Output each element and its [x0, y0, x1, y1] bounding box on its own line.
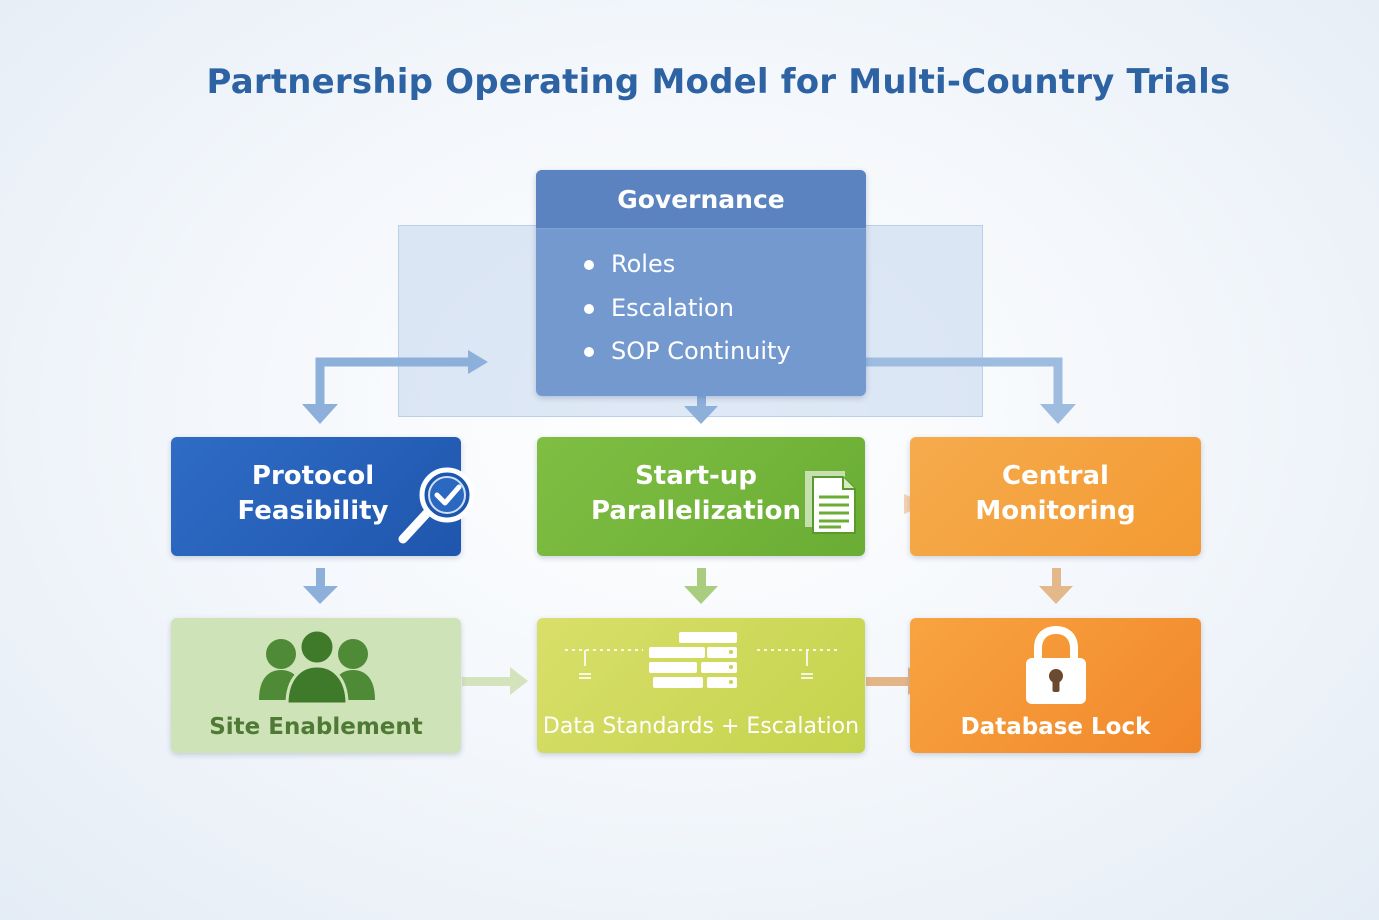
governance-item: Escalation: [584, 287, 866, 331]
protocol-feasibility-title: Protocol Feasibility: [211, 459, 415, 529]
padlock-icon: [1026, 625, 1086, 704]
startup-title-line1: Start-up: [635, 461, 757, 491]
startup-parallelization-title: Start-up Parallelization: [581, 459, 811, 529]
central-monitoring-title: Central Monitoring: [910, 459, 1201, 529]
people-group-icon: [259, 628, 375, 704]
arrowhead-site-datastd: [510, 667, 528, 695]
protocol-feasibility-card: Protocol Feasibility: [171, 437, 475, 556]
diagram-title: Partnership Operating Model for Multi-Co…: [206, 62, 1231, 102]
database-lock-card: Database Lock: [910, 618, 1201, 753]
bullet-icon: [584, 347, 594, 357]
arrow-central-to-dblock: [1052, 568, 1061, 586]
governance-header: Governance: [536, 170, 866, 229]
governance-list: Roles Escalation SOP Continuity: [536, 229, 866, 374]
startup-title-line2: Parallelization: [591, 496, 801, 526]
central-monitoring-card: Central Monitoring: [910, 437, 1201, 556]
document-icon: [805, 471, 856, 534]
governance-item: Roles: [584, 243, 866, 287]
magnifier-check-icon: [398, 467, 475, 544]
central-title-line1: Central: [1002, 461, 1109, 491]
governance-item-label: Roles: [611, 250, 676, 278]
arrow-governance-to-startup: [697, 396, 706, 406]
arrow-startup-to-datastd: [697, 568, 706, 586]
bullet-icon: [584, 303, 594, 314]
site-enablement-label: Site Enablement: [209, 714, 423, 740]
arrowhead-left-right: [468, 350, 488, 374]
arrowhead-right-down: [1040, 404, 1076, 424]
site-enablement-card: Site Enablement: [171, 618, 461, 753]
server-stack-icon: [565, 632, 841, 688]
database-lock-label: Database Lock: [960, 714, 1151, 740]
arrow-protocol-to-site: [316, 568, 325, 586]
startup-parallelization-card: Start-up Parallelization: [537, 437, 865, 556]
arrowhead-center-down: [684, 406, 718, 424]
protocol-title-line1: Protocol: [251, 461, 375, 491]
central-title-line2: Monitoring: [975, 496, 1136, 526]
governance-item-label: Escalation: [611, 293, 734, 322]
arrowhead-protocol-site: [303, 586, 338, 604]
arrow-governance-to-protocol: [315, 357, 470, 404]
arrow-datastd-to-dblock: [866, 677, 910, 686]
governance-item-label: SOP Continuity: [611, 337, 791, 365]
governance-box: Governance Roles Escalation SOP Continui…: [536, 170, 866, 396]
governance-item: SOP Continuity: [584, 330, 866, 374]
arrowhead-central-dblock: [1039, 586, 1073, 604]
arrow-site-to-datastd: [462, 677, 512, 686]
data-standards-card: Data Standards + Escalation: [537, 618, 865, 753]
protocol-title-line2: Feasibility: [237, 496, 389, 526]
arrowhead-startup-datastd: [684, 586, 718, 604]
arrow-governance-to-central: [866, 357, 1063, 404]
arrowhead-left-down: [302, 404, 338, 424]
bullet-icon: [584, 260, 594, 270]
data-standards-label: Data Standards + Escalation: [542, 714, 860, 739]
